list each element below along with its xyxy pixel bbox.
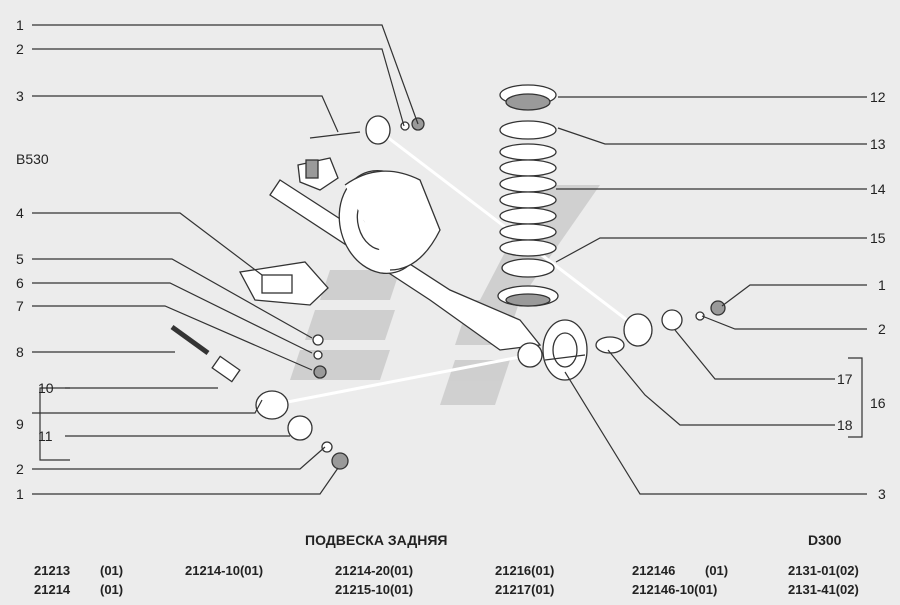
model-4-row1: 21216(01) (495, 563, 555, 578)
callout-11: 11 (38, 428, 53, 444)
callout-3: 3 (16, 88, 24, 104)
callout-12: 12 (870, 89, 886, 105)
callout-10: 10 (38, 380, 54, 396)
callout-reference: В530 (16, 151, 49, 167)
lower-bracket (238, 261, 329, 306)
model-5-row2: 212146-10(01) (632, 582, 718, 597)
callout-2-bottom: 2 (16, 461, 24, 477)
callout-13: 13 (870, 136, 886, 152)
model-1-row2: 21214 (34, 582, 71, 597)
callout-2-top: 2 (16, 41, 24, 57)
left-small-parts (170, 324, 327, 383)
callout-6: 6 (16, 275, 24, 291)
model-4-row2: 21217(01) (495, 582, 555, 597)
model-1-row1: 21213 (34, 563, 71, 578)
model-6-row1: 2131-01(02) (788, 563, 859, 578)
model-3-row1: 21214-20(01) (335, 563, 414, 578)
model-5-row1-variant: (01) (705, 563, 729, 578)
callout-9: 9 (16, 416, 24, 432)
axle-housing (269, 169, 588, 381)
diagram-code: D300 (808, 532, 842, 548)
model-5-row1: 212146 (632, 563, 676, 578)
spring-coils (499, 143, 557, 257)
model-1-row1-variant: (01) (100, 563, 124, 578)
callout-1-right: 1 (878, 277, 886, 293)
callout-16: 16 (870, 395, 886, 411)
callout-5: 5 (16, 251, 24, 267)
lower-rod (255, 336, 625, 470)
callout-7: 7 (16, 298, 24, 314)
callout-3-right: 3 (878, 486, 886, 502)
callout-14: 14 (870, 181, 886, 197)
callout-1-bottom: 1 (16, 486, 24, 502)
callout-8: 8 (16, 344, 24, 360)
upper-bracket (297, 157, 339, 191)
callout-2-right: 2 (878, 321, 886, 337)
model-2-row1: 21214-10(01) (185, 563, 264, 578)
leader-lines (32, 24, 867, 495)
callout-1-top: 1 (16, 17, 24, 33)
callout-18: 18 (837, 417, 853, 433)
callout-4: 4 (16, 205, 24, 221)
callout-labels: 1 2 3 В530 4 5 6 7 8 10 9 11 2 1 12 13 1… (16, 17, 886, 502)
callout-17: 17 (837, 371, 853, 387)
model-6-row2: 2131-41(02) (788, 582, 859, 597)
model-3-row2: 21215-10(01) (335, 582, 414, 597)
callout-15: 15 (870, 230, 886, 246)
diagram-title: ПОДВЕСКА ЗАДНЯЯ (305, 532, 448, 548)
model-1-row2-variant: (01) (100, 582, 124, 597)
coil-spring-assembly (497, 84, 559, 307)
